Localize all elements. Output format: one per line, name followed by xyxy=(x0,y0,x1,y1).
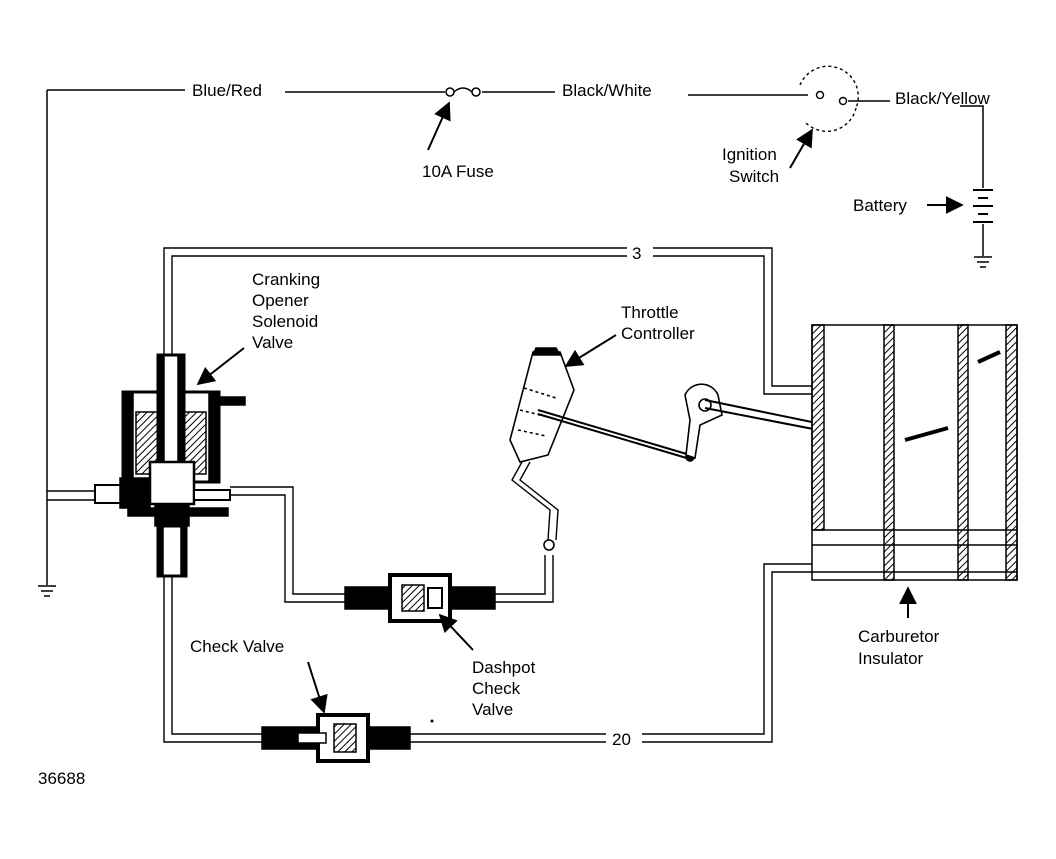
hose-3-outer-left xyxy=(163,247,627,375)
labels: Blue/Red Black/White Black/Yellow 10A Fu… xyxy=(38,81,991,788)
hose-number-3: 3 xyxy=(632,244,641,263)
battery-label: Battery xyxy=(853,196,907,215)
wire-label-black-white: Black/White xyxy=(562,81,652,100)
hose-20-outer-right xyxy=(642,571,812,743)
solenoid-label-2: Opener xyxy=(252,291,309,310)
check-valve xyxy=(261,713,411,763)
wire-label-blue-red: Blue/Red xyxy=(192,81,262,100)
dashpot-pointer-arrow xyxy=(438,613,474,651)
hose-20-outer-left xyxy=(163,570,262,743)
throttle-controller-pointer-arrow xyxy=(564,334,617,367)
throttle-controller xyxy=(509,347,876,551)
fuse-pointer-arrow xyxy=(427,101,451,151)
throttle-controller-label-1: Throttle xyxy=(621,303,679,322)
dashpot-label-1: Dashpot xyxy=(472,658,536,677)
vacuum-hoses xyxy=(163,247,812,743)
hose-20-inner-left xyxy=(171,570,262,735)
dashpot-check-valve xyxy=(344,573,496,623)
dashpot-hose-inner-b xyxy=(495,555,554,603)
cranking-opener-solenoid-valve xyxy=(94,353,246,578)
hose-3-inner-right xyxy=(653,255,812,395)
hose-number-20: 20 xyxy=(612,730,631,749)
fuse-symbol xyxy=(445,87,481,97)
battery-symbol xyxy=(973,189,993,223)
hose-20-inner-right xyxy=(642,563,812,735)
battery-positive-wire xyxy=(960,105,984,188)
hose-3-outer-right xyxy=(653,247,812,387)
hose-3-inner-left xyxy=(171,255,627,375)
throttle-controller-label-2: Controller xyxy=(621,324,695,343)
ignition-switch-symbol xyxy=(799,65,859,132)
dashpot-hose-outer-b xyxy=(495,555,546,595)
dashpot-hose-inner-a xyxy=(230,494,345,603)
wiring xyxy=(46,89,984,585)
check-valve-pointer-arrow xyxy=(307,661,328,714)
wire-label-black-yellow: Black/Yellow xyxy=(895,89,991,108)
solenoid-label-3: Solenoid xyxy=(252,312,318,331)
carburetor-label-1: Carburetor xyxy=(858,627,940,646)
check-valve-label: Check Valve xyxy=(190,637,284,656)
solenoid-label-4: Valve xyxy=(252,333,293,352)
dashpot-label-2: Check xyxy=(472,679,521,698)
dashpot-hose-outer-a xyxy=(230,486,345,595)
carburetor-label-2: Insulator xyxy=(858,649,924,668)
fuse-label: 10A Fuse xyxy=(422,162,494,181)
ground-symbol-battery xyxy=(974,256,992,268)
speck xyxy=(430,719,434,723)
ignition-switch-label-1: Ignition xyxy=(722,145,777,164)
solenoid-pointer-arrow xyxy=(196,347,245,386)
dashpot-label-3: Valve xyxy=(472,700,513,719)
figure-id: 36688 xyxy=(38,769,85,788)
pointer-arrows xyxy=(196,101,964,714)
carburetor-insulator xyxy=(811,324,1018,581)
solenoid-label-1: Cranking xyxy=(252,270,320,289)
ground-symbol-left xyxy=(38,585,56,597)
ignition-pointer-arrow xyxy=(789,128,813,169)
ignition-switch-label-2: Switch xyxy=(729,167,779,186)
